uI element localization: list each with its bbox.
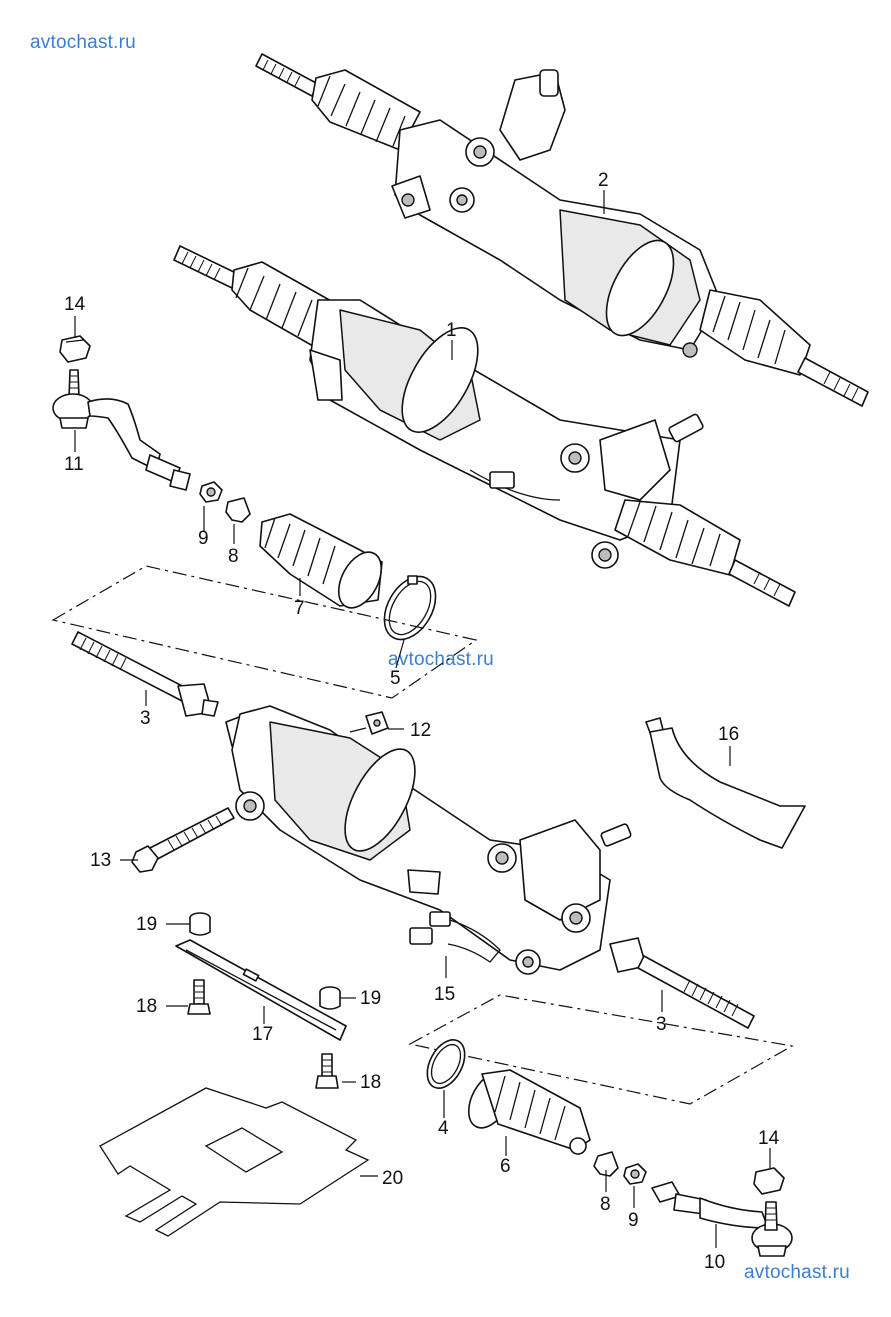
clamp-part-8-top[interactable]: [225, 497, 251, 523]
bolt-part-13[interactable]: [131, 807, 235, 873]
callout-labels: 1 2 3 3 4 5 6 7 8 8 9 9 10 11 12 13 14 1…: [64, 170, 780, 1273]
steering-rack-assembly-lower[interactable]: [225, 705, 632, 975]
bolt-part-18-right[interactable]: [315, 1053, 339, 1089]
callout-3-upper: 3: [140, 708, 151, 729]
callout-14-bottom: 14: [758, 1128, 780, 1149]
group-outline-bottom: [408, 994, 794, 1105]
wiring-harness-part-15[interactable]: [409, 911, 501, 963]
tie-rod-end-part-10[interactable]: [651, 1181, 793, 1257]
clamp-ring-part-4[interactable]: [420, 1034, 473, 1095]
nut-part-9-top[interactable]: [199, 481, 223, 503]
callout-12: 12: [410, 720, 431, 741]
callout-9-bottom: 9: [628, 1210, 639, 1231]
leader-lines: [74, 190, 771, 1248]
sleeve-part-19-left[interactable]: [189, 912, 211, 936]
callout-20: 20: [382, 1168, 403, 1189]
tie-rod-part-3-upper[interactable]: [71, 631, 219, 717]
bellows-part-7[interactable]: [259, 513, 390, 615]
steering-rack-part-2[interactable]: [255, 53, 869, 407]
callout-4: 4: [438, 1118, 449, 1139]
callout-3-lower: 3: [656, 1014, 667, 1035]
callout-10: 10: [704, 1252, 725, 1273]
tie-rod-end-part-11[interactable]: [52, 369, 191, 491]
callout-8-bottom: 8: [600, 1194, 611, 1215]
watermark-middle: avtochast.ru: [388, 649, 494, 670]
bracket-part-17[interactable]: [175, 939, 347, 1041]
nut-part-9-bottom[interactable]: [623, 1163, 647, 1185]
bellows-part-6[interactable]: [460, 1065, 591, 1155]
callout-5: 5: [390, 668, 401, 689]
tie-rod-part-3-lower[interactable]: [609, 937, 755, 1029]
callout-18-right: 18: [360, 1072, 381, 1093]
clamp-ring-part-5[interactable]: [374, 568, 446, 649]
clamp-part-8-bottom[interactable]: [593, 1151, 619, 1177]
group-outline-top: [51, 565, 478, 699]
callout-1: 1: [446, 320, 457, 341]
bolt-part-18-left[interactable]: [187, 979, 211, 1015]
callout-9-top: 9: [198, 528, 209, 549]
callout-11: 11: [64, 454, 84, 475]
callout-19-right: 19: [360, 988, 381, 1009]
nut-part-12[interactable]: [365, 711, 389, 735]
underbody-panel-part-20[interactable]: [99, 1087, 370, 1237]
callout-2: 2: [598, 170, 609, 191]
nut-part-14-bottom[interactable]: [753, 1167, 785, 1195]
callout-7: 7: [294, 598, 305, 619]
grease-tube-part-16[interactable]: [645, 717, 806, 849]
callout-13: 13: [90, 850, 111, 871]
callout-18-left: 18: [136, 996, 157, 1017]
callout-8-top: 8: [228, 546, 239, 567]
callout-17: 17: [252, 1024, 273, 1045]
callout-16: 16: [718, 724, 739, 745]
callout-6: 6: [500, 1156, 511, 1177]
steering-rack-part-1[interactable]: [173, 245, 796, 607]
callout-14-top: 14: [64, 294, 86, 315]
callout-19-left: 19: [136, 914, 157, 935]
watermark-bottom: avtochast.ru: [744, 1262, 850, 1283]
watermark-top: avtochast.ru: [30, 32, 136, 53]
callout-15: 15: [434, 984, 455, 1005]
nut-part-14-top[interactable]: [59, 335, 91, 363]
sleeve-part-19-right[interactable]: [319, 986, 341, 1010]
